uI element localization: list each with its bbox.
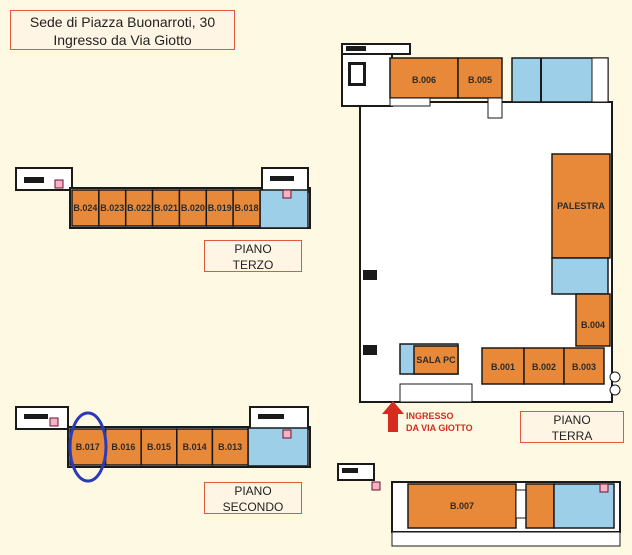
elevator-icon: [282, 189, 292, 199]
elevator-icon: [54, 179, 64, 189]
room: [71, 189, 100, 227]
room: [151, 189, 181, 227]
entrance-label-line1: INGRESSO: [406, 411, 454, 421]
room-group: B.017 B.016 B.015 B.014 B.013: [69, 428, 249, 466]
room: [232, 189, 261, 227]
room: [205, 189, 234, 227]
room-label-sala-pc: SALA PC: [416, 355, 456, 365]
room-label-B.002: B.002: [532, 362, 556, 372]
stair-icon: [342, 468, 358, 473]
stair-icon: [363, 270, 377, 280]
elevator-icon: [282, 429, 292, 439]
location-title-line2: Ingresso da Via Giotto: [53, 32, 192, 48]
elevator-icon: [599, 483, 609, 493]
floor-label-terra: PIANO TERRA: [520, 411, 624, 443]
location-title-line1: Sede di Piazza Buonarroti, 30: [29, 14, 216, 30]
room: [69, 428, 107, 466]
room: [575, 293, 611, 347]
floor-label-secondo-line1: PIANO: [234, 484, 272, 498]
floor-secondo-plan: B.017 B.016 B.015 B.014 B.013: [15, 406, 311, 483]
corridor: [399, 383, 473, 403]
doorway: [487, 97, 503, 119]
room-label-B.007: B.007: [450, 501, 474, 511]
room-label-B.015: B.015: [147, 442, 171, 452]
room-label-B.014: B.014: [183, 442, 207, 452]
floor-label-terzo: PIANO TERZO: [204, 240, 302, 272]
stair-icon: [346, 46, 366, 51]
stair-icon: [258, 414, 284, 419]
room-label-B.003: B.003: [572, 362, 596, 372]
room-label-B.005: B.005: [468, 75, 492, 85]
stair-icon: [270, 176, 294, 181]
room: [176, 428, 214, 466]
floor-terra-plan: B.006 B.005 PALESTRA B.004 SALA PC B.001…: [341, 43, 621, 433]
room: [104, 428, 142, 466]
room-label-B.006: B.006: [412, 75, 436, 85]
elevator-icon: [49, 417, 59, 427]
stair-icon: [24, 177, 44, 183]
room: [140, 428, 178, 466]
floor-label-secondo-line2: SECONDO: [222, 500, 284, 514]
room: [525, 483, 555, 529]
entrance-arrow-icon: [382, 401, 404, 432]
floor-label-terra-line2: TERRA: [551, 429, 593, 443]
room-label-B.023: B.023: [100, 203, 124, 213]
floor-label-terzo-line2: TERZO: [232, 258, 274, 272]
room: [407, 483, 517, 529]
stair-icon: [351, 65, 363, 83]
room-label-palestra: PALESTRA: [557, 201, 605, 211]
service-area: [551, 257, 609, 295]
room: [178, 189, 208, 227]
room: [551, 153, 611, 259]
floor-label-terzo-line1: PIANO: [234, 242, 272, 256]
stair-block: [591, 57, 609, 103]
room: [481, 347, 525, 385]
entrance-label-line2: DA VIA GIOTTO: [406, 423, 473, 433]
divider: [540, 58, 542, 102]
floor-label-secondo: PIANO SECONDO: [204, 482, 302, 514]
room: [98, 189, 127, 227]
room-label-B.004: B.004: [581, 320, 605, 330]
info-icon: [609, 384, 621, 396]
room-label-B.018: B.018: [235, 203, 259, 213]
stair-icon: [363, 345, 377, 355]
stair-icon: [24, 414, 48, 419]
room-label-B.019: B.019: [208, 203, 232, 213]
room-label-B.017: B.017: [76, 442, 100, 452]
room: [124, 189, 154, 227]
room: [211, 428, 249, 466]
room-label-B.016: B.016: [111, 442, 135, 452]
doorway: [389, 97, 431, 107]
corridor: [391, 531, 621, 547]
info-icon: [609, 371, 621, 383]
stair-block: [515, 489, 527, 519]
service-area: [247, 427, 309, 467]
room-label-B.022: B.022: [127, 203, 151, 213]
room: [457, 57, 503, 99]
room-label-B.001: B.001: [491, 362, 515, 372]
floor-label-terra-line1: PIANO: [553, 413, 591, 427]
room-label-B.013: B.013: [218, 442, 242, 452]
room: [413, 345, 459, 375]
location-title: Sede di Piazza Buonarroti, 30 Ingresso d…: [10, 10, 235, 50]
highlight-circle: [68, 411, 108, 483]
floor-lower-plan: B.007: [337, 463, 621, 547]
elevator-icon: [371, 481, 381, 491]
room-label-B.024: B.024: [73, 203, 97, 213]
room: [563, 347, 605, 385]
room-label-B.021: B.021: [154, 203, 178, 213]
room-label-B.020: B.020: [181, 203, 205, 213]
